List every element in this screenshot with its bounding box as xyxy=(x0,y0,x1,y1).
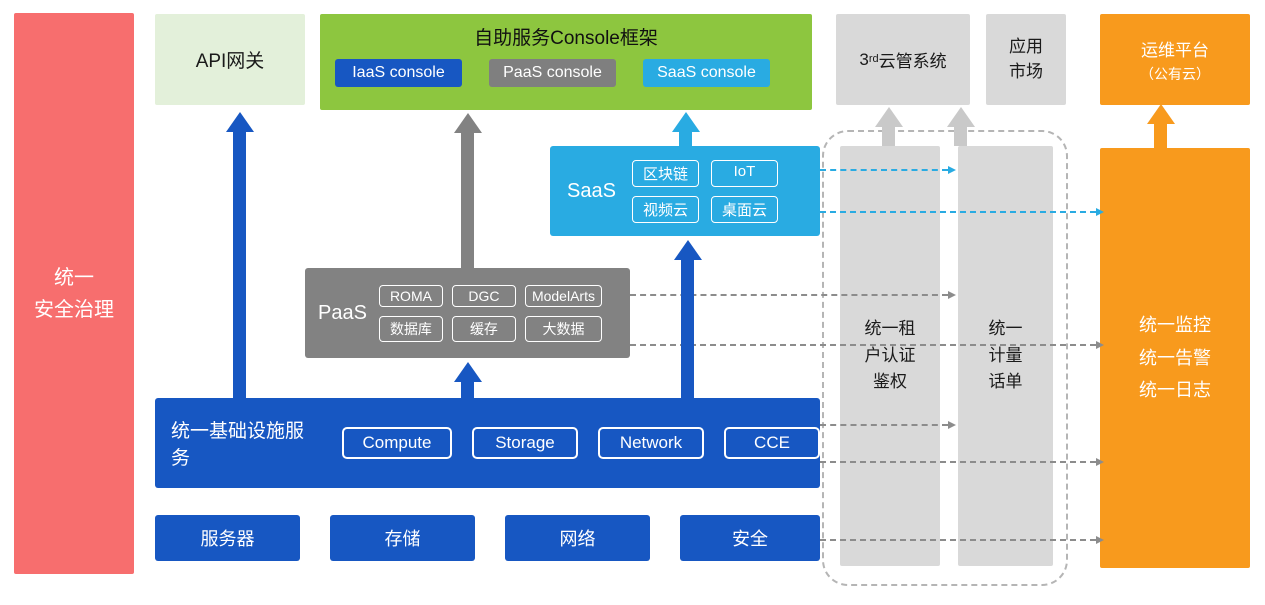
console-item-iaas: IaaS console xyxy=(335,59,462,87)
security-governance-label: 统一 安全治理 xyxy=(34,266,114,321)
om-platform-box: 运维平台 （公有云） xyxy=(1100,14,1250,105)
arrow-paas-to-console xyxy=(461,132,474,268)
monitor-alarm-log-label: 统一监控 统一告警 统一日志 xyxy=(1139,315,1211,401)
console-item-saas: SaaS console xyxy=(643,59,770,87)
link-saas-to-monitor xyxy=(820,208,1104,216)
arrow-infra-to-api-gateway xyxy=(233,131,246,398)
paas-items-grid: ROMA DGC ModelArts 数据库 缓存 大数据 xyxy=(378,284,602,342)
arrow-infra-to-saas xyxy=(681,259,694,398)
link-security-hw-to-monitor xyxy=(820,536,1104,544)
infra-item-network: Network xyxy=(598,427,704,459)
link-infra-to-metering xyxy=(820,421,956,429)
om-platform-sublabel: （公有云） xyxy=(1140,65,1210,82)
paas-item: ROMA xyxy=(378,284,443,307)
saas-item: IoT xyxy=(710,159,778,187)
saas-item: 区块链 xyxy=(631,159,699,187)
monitor-alarm-log-bar: 统一监控 统一告警 统一日志 xyxy=(1100,148,1250,568)
cloud-mgmt-prefix: 3 xyxy=(859,49,869,69)
arrow-infra-to-paas xyxy=(461,381,474,398)
link-saas-to-metering xyxy=(820,166,956,174)
link-infra-to-monitor xyxy=(820,458,1104,466)
cloud-mgmt-rest: 云管系统 xyxy=(878,52,947,71)
arrow-metering-to-cloud-mgmt xyxy=(954,126,967,146)
hardware-box-server: 服务器 xyxy=(155,515,300,561)
api-gateway-label: API网关 xyxy=(195,51,265,72)
infrastructure-box: 统一基础设施服务 Compute Storage Network CCE xyxy=(155,398,820,488)
infra-item-compute: Compute xyxy=(342,427,452,459)
saas-item: 桌面云 xyxy=(710,195,778,223)
paas-label: PaaS xyxy=(318,301,367,324)
metering-bar: 统一 计量 话单 xyxy=(958,146,1053,566)
hardware-box-storage: 存储 xyxy=(330,515,475,561)
hardware-box-network: 网络 xyxy=(505,515,650,561)
app-market-box: 应用 市场 xyxy=(986,14,1066,105)
cloud-mgmt-superscript: rd xyxy=(868,53,879,65)
link-paas-to-monitor xyxy=(630,341,1104,349)
console-items-row: IaaS console PaaS console SaaS console xyxy=(320,59,812,87)
console-framework-box: 自助服务Console框架 IaaS console PaaS console … xyxy=(320,14,812,110)
saas-item: 视频云 xyxy=(631,195,699,223)
paas-item: 数据库 xyxy=(378,315,443,342)
infrastructure-label: 统一基础设施服务 xyxy=(171,421,305,469)
metering-label: 统一 计量 话单 xyxy=(988,319,1023,392)
paas-item: DGC xyxy=(451,284,516,307)
infra-item-cce: CCE xyxy=(724,427,820,459)
paas-box: PaaS ROMA DGC ModelArts 数据库 缓存 大数据 xyxy=(305,268,630,358)
saas-box: SaaS 区块链 IoT 视频云 桌面云 xyxy=(550,146,820,236)
tenant-auth-label: 统一租 户认证 鉴权 xyxy=(864,319,916,392)
infrastructure-items-row: Compute Storage Network CCE xyxy=(342,427,820,459)
om-platform-label: 运维平台 xyxy=(1141,40,1209,60)
arrow-monitor-to-om-platform xyxy=(1154,123,1167,148)
security-governance-bar: 统一 安全治理 xyxy=(14,13,134,574)
infra-item-storage: Storage xyxy=(472,427,578,459)
shared-services-group-outline xyxy=(822,130,1068,586)
paas-item: 缓存 xyxy=(451,315,516,342)
saas-items-grid: 区块链 IoT 视频云 桌面云 xyxy=(631,159,778,223)
paas-item: ModelArts xyxy=(524,284,602,307)
api-gateway-box: API网关 xyxy=(155,14,305,105)
console-item-paas: PaaS console xyxy=(489,59,616,87)
console-framework-title: 自助服务Console框架 xyxy=(474,28,658,49)
hardware-box-security: 安全 xyxy=(680,515,820,561)
app-market-label: 应用 市场 xyxy=(1009,36,1043,81)
arrow-auth-to-cloud-mgmt xyxy=(882,126,895,146)
tenant-auth-bar: 统一租 户认证 鉴权 xyxy=(840,146,940,566)
paas-item: 大数据 xyxy=(524,315,602,342)
arrow-saas-to-console xyxy=(679,131,692,146)
link-paas-to-metering xyxy=(630,291,956,299)
saas-label: SaaS xyxy=(567,179,616,202)
